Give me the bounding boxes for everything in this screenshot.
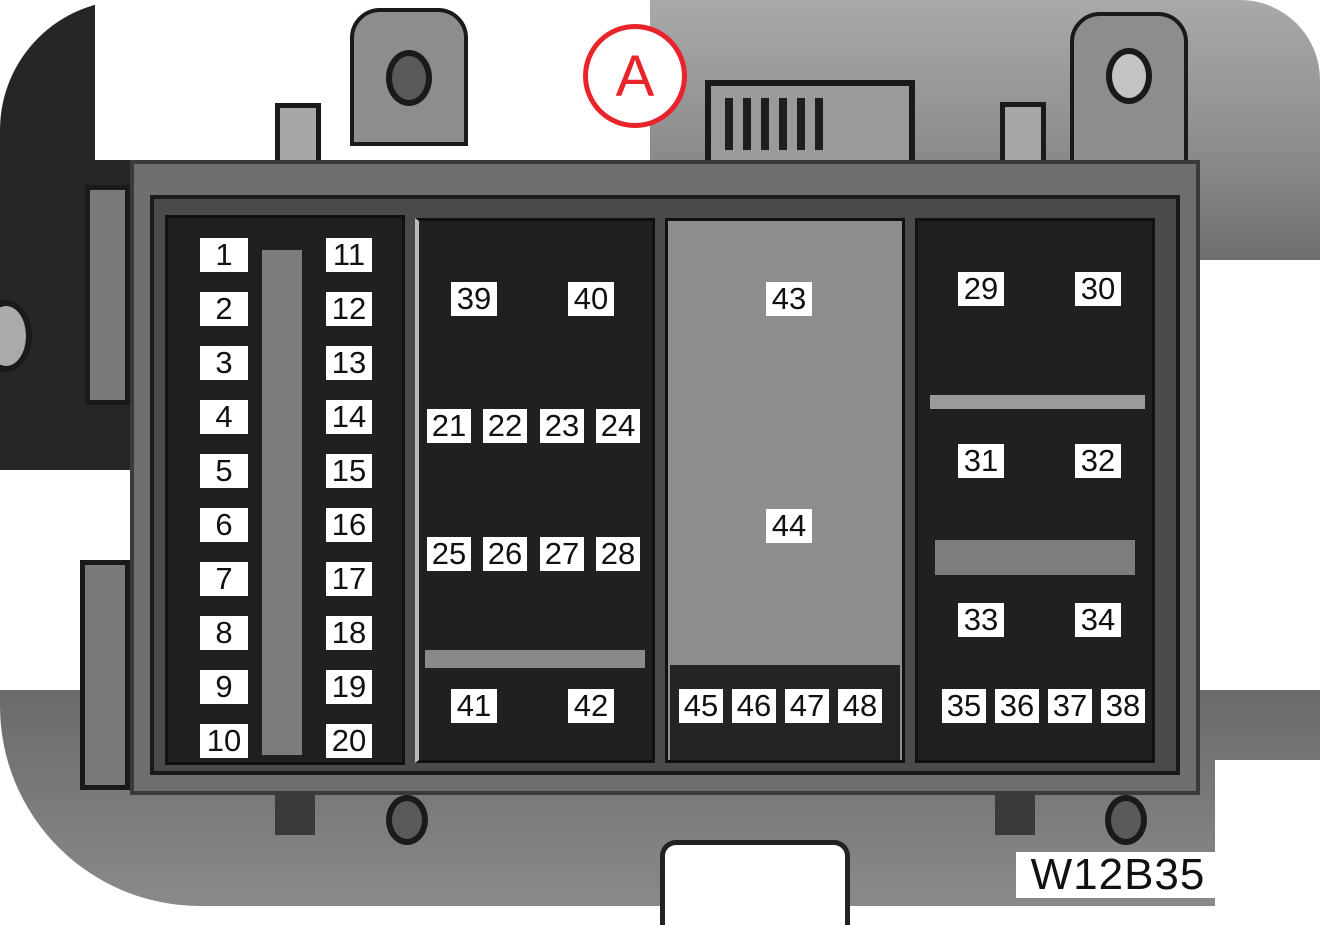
diagram-code: W12B35 (1016, 852, 1220, 898)
relay-label: 43 (766, 282, 812, 316)
housing-window (660, 840, 850, 925)
fuse-label: 46 (732, 689, 776, 723)
fuse-label: 47 (785, 689, 829, 723)
bolt-icon (386, 50, 432, 106)
bolt-icon (1106, 48, 1152, 104)
relay-label: 31 (958, 444, 1004, 478)
background-white (95, 0, 300, 160)
marker-a-badge: A (583, 24, 687, 128)
fuse-label: 48 (838, 689, 882, 723)
fuse-label: 6 (200, 508, 248, 542)
relay-label: 44 (766, 509, 812, 543)
fuse-label: 1 (200, 238, 248, 272)
fuse-label: 23 (540, 409, 584, 443)
fuse-label: 15 (326, 454, 372, 488)
fuse-label: 26 (483, 537, 527, 571)
fuse-label: 12 (326, 292, 372, 326)
fuse-label: 25 (427, 537, 471, 571)
relay-label: 33 (958, 603, 1004, 637)
panel-divider (935, 540, 1135, 575)
relay-label: 39 (451, 282, 497, 316)
fuse-label: 18 (326, 616, 372, 650)
relay-label: 41 (451, 689, 497, 723)
fuse-label: 11 (326, 238, 372, 272)
fuse-label: 8 (200, 616, 248, 650)
relay-label: 42 (568, 689, 614, 723)
fuse-label: 45 (679, 689, 723, 723)
fuse-label: 37 (1048, 689, 1092, 723)
fuse-center-strip (262, 250, 302, 755)
relay-label: 30 (1075, 272, 1121, 306)
relay-label: 40 (568, 282, 614, 316)
background-white (1215, 760, 1320, 906)
housing-clip (995, 795, 1035, 835)
fuse-label: 28 (596, 537, 640, 571)
fuse-label: 17 (326, 562, 372, 596)
fuse-label: 21 (427, 409, 471, 443)
fuse-label: 20 (326, 724, 372, 758)
side-tab (80, 560, 130, 790)
panel-divider (930, 395, 1145, 409)
marker-a-label: A (615, 43, 655, 109)
relay-label: 29 (958, 272, 1004, 306)
fuse-label: 16 (326, 508, 372, 542)
relay-label: 32 (1075, 444, 1121, 478)
fuse-label: 22 (483, 409, 527, 443)
fuse-label: 19 (326, 670, 372, 704)
fuse-label: 38 (1101, 689, 1145, 723)
relay-label: 34 (1075, 603, 1121, 637)
fuse-panel-4 (915, 218, 1155, 763)
fuse-label: 36 (995, 689, 1039, 723)
fuse-label: 7 (200, 562, 248, 596)
fuse-label: 3 (200, 346, 248, 380)
side-tab (85, 185, 130, 405)
fuse-label: 4 (200, 400, 248, 434)
fuse-label: 27 (540, 537, 584, 571)
fuse-label: 5 (200, 454, 248, 488)
fuse-label: 14 (326, 400, 372, 434)
housing-clip (275, 795, 315, 835)
fuse-label: 9 (200, 670, 248, 704)
fuse-label: 10 (200, 724, 248, 758)
connector-plug (705, 80, 915, 168)
bolt-icon (386, 795, 428, 845)
panel-divider (425, 650, 645, 668)
fuse-label: 2 (200, 292, 248, 326)
bolt-icon (1105, 795, 1147, 845)
fuse-label: 13 (326, 346, 372, 380)
fuse-label: 24 (596, 409, 640, 443)
fuse-label: 35 (942, 689, 986, 723)
